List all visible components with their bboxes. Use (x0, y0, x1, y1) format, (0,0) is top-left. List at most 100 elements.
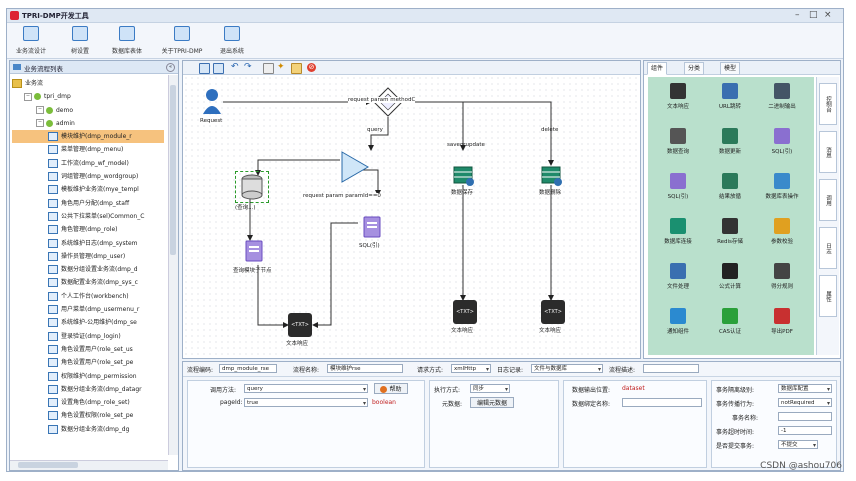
tree-node[interactable]: 菜单管理(dmp_menu) (12, 143, 164, 156)
db-tables-button[interactable]: 数据库表体 (107, 26, 147, 57)
tree-horizontal-scrollbar[interactable] (10, 460, 168, 470)
paste-icon[interactable] (291, 63, 302, 74)
tree-node[interactable]: 词组管理(dmp_wordgroup) (12, 170, 164, 183)
exec-mode-select[interactable]: 同步 (470, 384, 510, 393)
tree-node[interactable]: 个人工作台(workbench) (12, 290, 164, 303)
tree-node[interactable]: 工作流(dmp_wf_model) (12, 157, 164, 170)
palette-item[interactable]: 公式计算 (706, 261, 754, 301)
palette-item[interactable]: 导出PDF (758, 306, 806, 346)
palette-item[interactable]: CAS认证 (706, 306, 754, 346)
collapse-pane-icon[interactable]: « (166, 63, 175, 72)
palette-item[interactable]: 二进制输出 (758, 81, 806, 121)
tree-node[interactable]: 数据分组业务流(dmp_dg (12, 423, 164, 436)
side-tab[interactable]: 消息 (819, 131, 837, 173)
maximize-icon[interactable]: □ (809, 10, 818, 20)
tree-node[interactable]: 模块维护(dmp_module_r (12, 130, 164, 144)
save-data-node[interactable] (453, 165, 475, 187)
palette-item[interactable]: 文本响应 (654, 81, 702, 121)
text-response-node-1[interactable]: <TXT> (288, 313, 312, 337)
tab-models[interactable]: 模型 (720, 62, 741, 75)
flow-desc-field[interactable] (643, 364, 699, 373)
bind-name-field[interactable] (622, 398, 702, 407)
redo-icon[interactable]: ↷ (244, 62, 252, 72)
about-button[interactable]: 关于TPRI-DMP (159, 26, 205, 57)
minimize-icon[interactable]: – (795, 10, 800, 20)
flow-name-field[interactable]: 模块维护rse (327, 364, 403, 373)
palette-item[interactable]: 参数校验 (758, 216, 806, 256)
star-icon[interactable]: ✦ (277, 62, 285, 72)
tree-node[interactable]: −tpri_dmp (12, 90, 164, 103)
sql-ref-node[interactable] (363, 216, 381, 238)
tab-components[interactable]: 组件 (647, 62, 668, 75)
palette-item[interactable]: 数据库连接 (654, 216, 702, 256)
request-method-select[interactable]: xmlHttp (451, 364, 491, 373)
tree-node[interactable]: −demo (12, 104, 164, 117)
flow-code-field[interactable]: dmp_module_rse (219, 364, 277, 373)
save-icon[interactable] (199, 63, 210, 74)
tree-node[interactable]: 权限维护(dmp_permission (12, 370, 164, 383)
tree-node[interactable]: 用户菜单(dmp_usermenu_r (12, 303, 164, 316)
save-as-icon[interactable] (213, 63, 224, 74)
tree-node[interactable]: 操作员管理(dmp_user) (12, 250, 164, 263)
undo-icon[interactable]: ↶ (231, 62, 239, 72)
palette-item[interactable]: SQL(引) (758, 126, 806, 166)
text-response-node-2[interactable]: <TXT> (453, 300, 477, 324)
expand-toggle-icon[interactable]: − (36, 106, 44, 115)
log-select[interactable]: 文件与数据库 (531, 364, 603, 373)
side-tab[interactable]: 控制台 (819, 83, 837, 125)
tree-settings-button[interactable]: 树设置 (65, 26, 95, 57)
text-response-node-3[interactable]: <TXT> (541, 300, 565, 324)
tree-node[interactable]: 业务流 (12, 77, 164, 90)
expand-toggle-icon[interactable]: − (24, 92, 32, 101)
tx-name-field[interactable] (778, 412, 832, 421)
tree-node[interactable]: 角色设置权限(role_set_pe (12, 409, 164, 422)
expand-toggle-icon[interactable]: − (36, 119, 44, 128)
flow-design-button[interactable]: 业务流设计 (11, 26, 51, 57)
palette-item[interactable]: Redis存储 (706, 216, 754, 256)
palette-item[interactable]: SQL(引) (654, 171, 702, 211)
palette-item[interactable]: 文件处理 (654, 261, 702, 301)
tab-categories[interactable]: 分类 (684, 62, 705, 75)
palette-item[interactable]: 通知组件 (654, 306, 702, 346)
tree-node[interactable]: 角色管理(dmp_role) (12, 223, 164, 236)
delete-data-node[interactable] (541, 165, 563, 187)
param-switch-node[interactable] (340, 150, 370, 184)
tx-commit-select[interactable]: 不提交 (778, 440, 818, 449)
tree-node[interactable]: 数据分组业务流(dmp_datagr (12, 383, 164, 396)
tree-node[interactable]: 模板维护业务流(mye_templ (12, 183, 164, 196)
tree-node[interactable]: 角色设置用户(role_set_us (12, 343, 164, 356)
tx-isolation-select[interactable]: 数据库配置 (778, 384, 832, 393)
palette-item[interactable]: 数据库表操作 (758, 171, 806, 211)
flow-canvas[interactable]: Request request param methodC query save… (183, 75, 640, 358)
tree-node[interactable]: 角色设置用户(role_set_pe (12, 356, 164, 369)
stop-icon[interactable]: ⊘ (307, 63, 316, 72)
help-button[interactable]: 帮助 (374, 383, 408, 394)
palette-item[interactable]: 结果放循 (706, 171, 754, 211)
edit-metadata-button[interactable]: 编辑元数据 (470, 397, 514, 408)
palette-item[interactable]: 得分规则 (758, 261, 806, 301)
palette-item[interactable]: 数据更新 (706, 126, 754, 166)
tree-node[interactable]: 数据配置业务流(dmp_sys_c (12, 276, 164, 289)
subflow-node[interactable] (245, 240, 263, 262)
cursor-node[interactable] (235, 171, 269, 203)
close-icon[interactable]: × (824, 10, 832, 20)
tree-node[interactable]: 设置角色(dmp_role_set) (12, 396, 164, 409)
side-tab[interactable]: 属性 (819, 275, 837, 317)
tree-node[interactable]: 公共下拉菜单(sel)Common_C (12, 210, 164, 223)
request-node[interactable] (201, 88, 223, 116)
tree-node[interactable]: 数据分组设置业务流(dmp_d (12, 263, 164, 276)
call-method-select[interactable]: query (244, 384, 368, 393)
exit-button[interactable]: 退出系统 (215, 26, 249, 57)
side-tab[interactable]: 日志 (819, 227, 837, 269)
palette-item[interactable]: 数据查询 (654, 126, 702, 166)
copy-icon[interactable] (263, 63, 274, 74)
tree-node[interactable]: 系统维护-公用维护(dmp_se (12, 316, 164, 329)
pageid-select[interactable]: true (244, 398, 368, 407)
tree-node[interactable]: 角色用户分配(dmp_staff (12, 197, 164, 210)
side-tab[interactable]: 调用 (819, 179, 837, 221)
tx-propagation-select[interactable]: notRequired (778, 398, 832, 407)
tree-node[interactable]: 系统维护日志(dmp_system (12, 237, 164, 250)
tree-vertical-scrollbar[interactable] (168, 75, 178, 455)
tree-node[interactable]: 登录验证(dmp_login) (12, 330, 164, 343)
